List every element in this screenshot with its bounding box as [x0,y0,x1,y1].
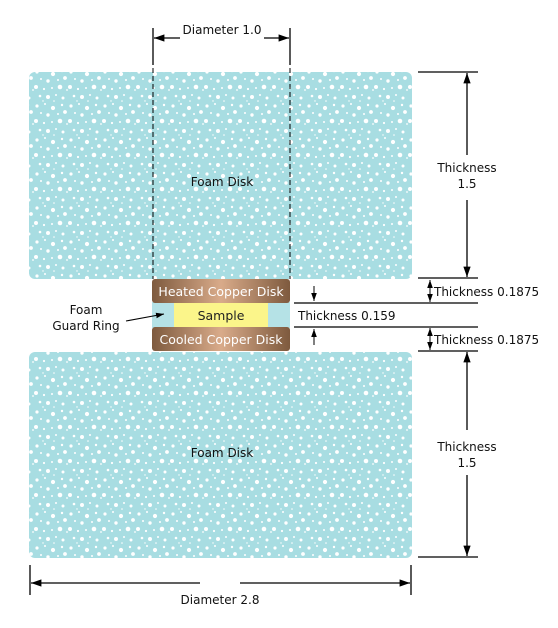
thickness-top-label-line1: Thickness [436,161,496,175]
thickness-cooled-label: Thickness 0.1875 [433,333,539,347]
cooled-copper-disk-label: Cooled Copper Disk [160,332,284,347]
cooled-copper-disk [152,327,290,351]
foam-disk-bottom [29,352,412,558]
sample-label: Sample [198,308,245,323]
diameter-bottom-label: Diameter 2.8 [181,593,260,607]
sample [174,303,268,327]
guard-ring-label-line1: Foam [70,303,103,317]
foam-disk-bottom-label: Foam Disk [191,446,254,460]
thickness-bottom-label-line1: Thickness [436,440,496,454]
thickness-bottom-label-line2: 1.5 [457,456,476,470]
heated-copper-disk [152,279,290,303]
guard-ring-label-line2: Guard Ring [52,319,119,333]
diameter-top-label: Diameter 1.0 [183,23,262,37]
heated-copper-disk-label: Heated Copper Disk [158,284,284,299]
foam-disk-top-label: Foam Disk [191,175,254,189]
foam-disk-top [29,72,412,279]
thickness-top-label-line2: 1.5 [457,177,476,191]
guard-ring-leader [125,312,165,322]
thickness-heated-label: Thickness 0.1875 [433,285,539,299]
thickness-sample-label: Thickness 0.159 [297,309,395,323]
